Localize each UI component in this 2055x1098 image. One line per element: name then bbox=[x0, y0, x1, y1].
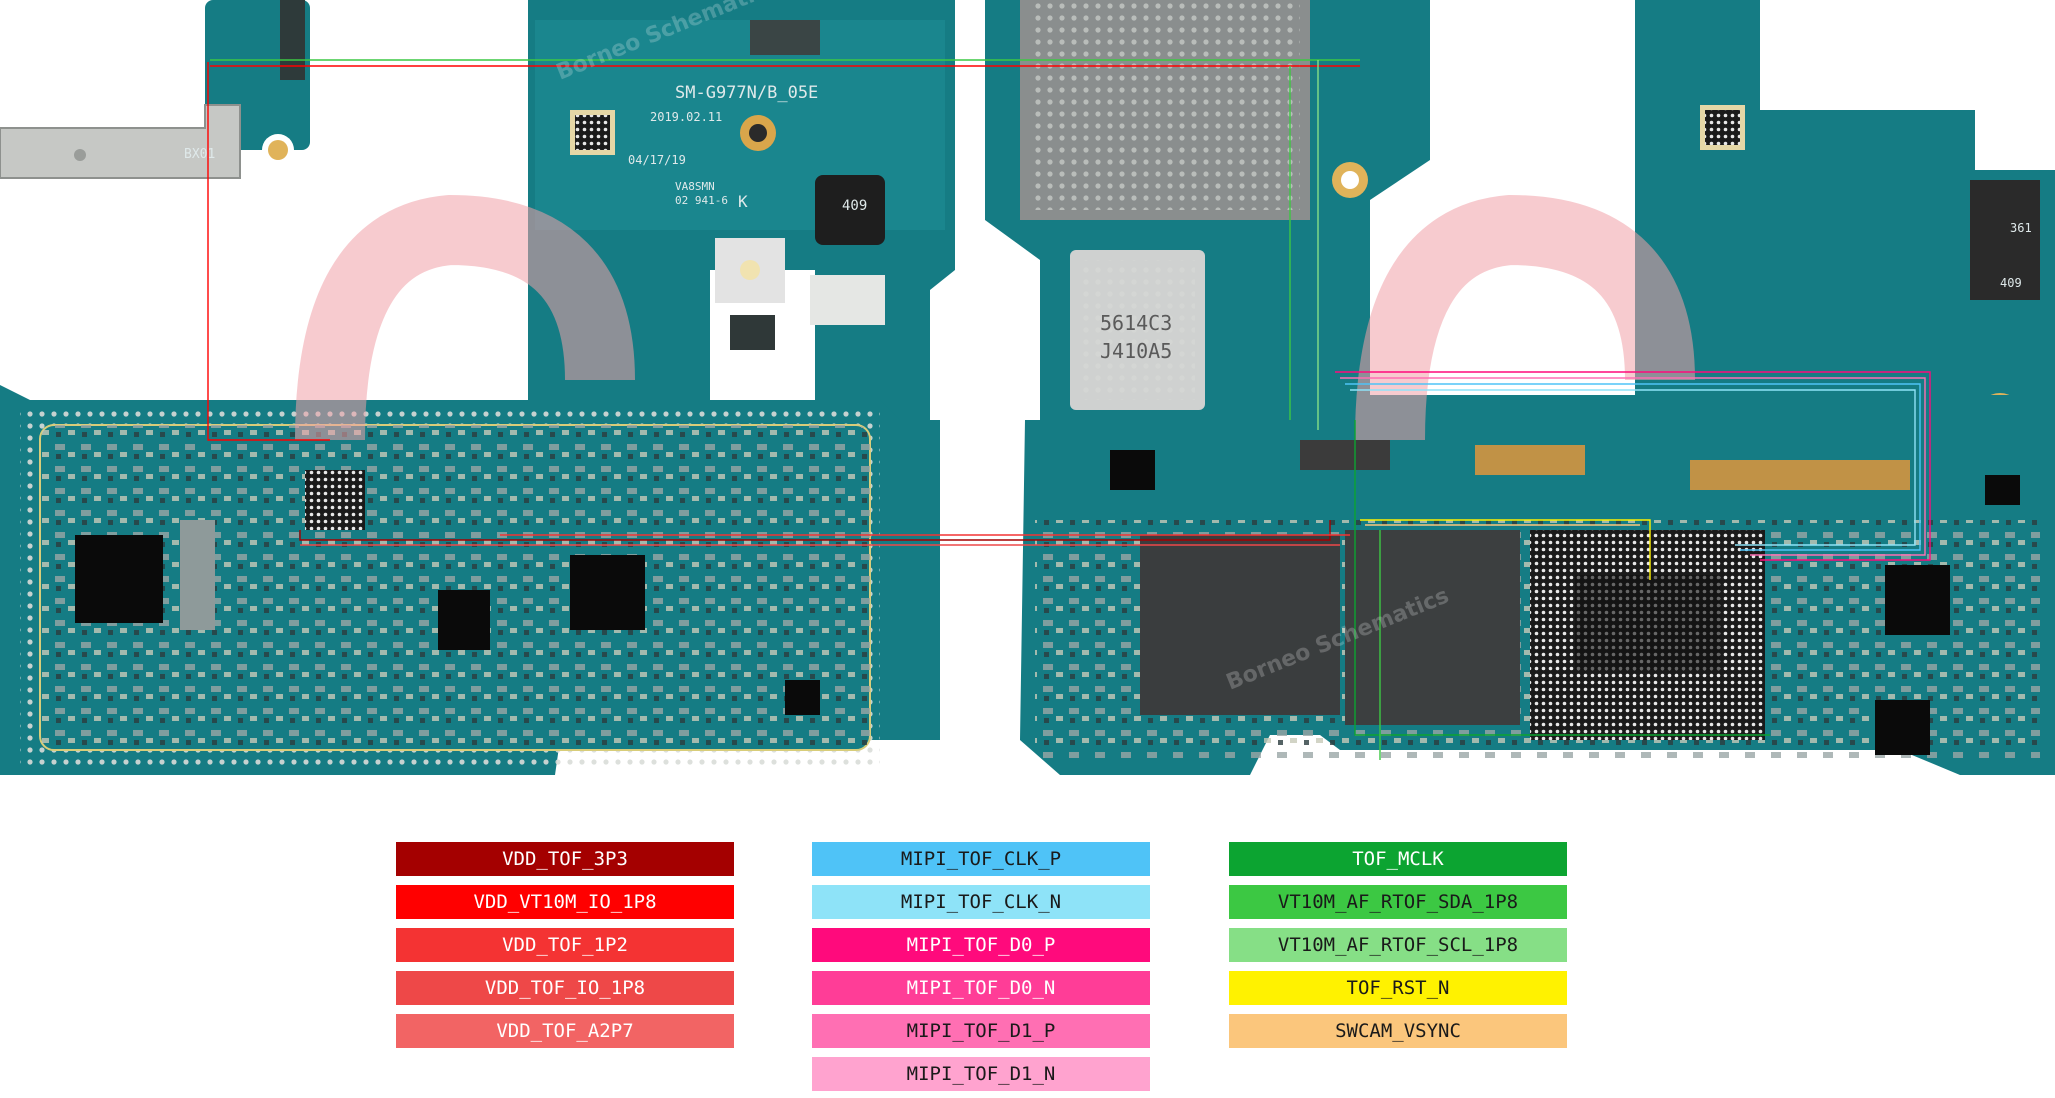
legend-item: MIPI_TOF_CLK_N bbox=[812, 885, 1150, 919]
legend-item-label: MIPI_TOF_D1_P bbox=[906, 1020, 1056, 1042]
legend-item: VT10M_AF_RTOF_SCL_1P8 bbox=[1229, 928, 1567, 962]
legend-item: MIPI_TOF_D0_N bbox=[812, 971, 1150, 1005]
chip-label-line-1: 5614C3 bbox=[1100, 311, 1172, 335]
legend-item: VDD_TOF_1P2 bbox=[396, 928, 734, 962]
board-model-label: SM-G977N/B_05E bbox=[675, 83, 818, 103]
legend-item-label: MIPI_TOF_D1_N bbox=[906, 1063, 1056, 1085]
legend-item-label: VDD_TOF_A2P7 bbox=[496, 1020, 634, 1042]
inductor-label: 409 bbox=[842, 198, 867, 214]
board-date-code: 04/17/19 bbox=[628, 153, 686, 167]
legend-item-label: SWCAM_VSYNC bbox=[1335, 1020, 1461, 1042]
bracket-label: BX01 bbox=[184, 147, 215, 162]
board-rev-mark: K bbox=[738, 192, 748, 211]
legend-item: VDD_TOF_IO_1P8 bbox=[396, 971, 734, 1005]
chip-label-line-2: J410A5 bbox=[1100, 339, 1172, 363]
legend-item: VT10M_AF_RTOF_SDA_1P8 bbox=[1229, 885, 1567, 919]
legend-item-label: MIPI_TOF_CLK_P bbox=[900, 848, 1062, 870]
legend-item: MIPI_TOF_D1_P bbox=[812, 1014, 1150, 1048]
legend-item-label: VDD_TOF_IO_1P8 bbox=[484, 977, 646, 999]
legend-item-label: VT10M_AF_RTOF_SDA_1P8 bbox=[1277, 891, 1519, 913]
legend-item-label: MIPI_TOF_D0_N bbox=[906, 977, 1056, 999]
legend-item-label: VDD_VT10M_IO_1P8 bbox=[473, 891, 657, 913]
legend-item-label: VDD_TOF_3P3 bbox=[502, 848, 628, 870]
right-inductor-label-1: 361 bbox=[2010, 221, 2032, 235]
board-date-label: 2019.02.11 bbox=[650, 110, 722, 124]
legend-item-label: TOF_MCLK bbox=[1352, 848, 1444, 870]
pcb-board-photo: SM-G977N/B_05E 2019.02.11 04/17/19 VA8SM… bbox=[0, 0, 2055, 775]
left-board bbox=[0, 0, 955, 775]
legend-item-label: VDD_TOF_1P2 bbox=[502, 934, 628, 956]
legend-item: VDD_VT10M_IO_1P8 bbox=[396, 885, 734, 919]
legend-item: VDD_TOF_A2P7 bbox=[396, 1014, 734, 1048]
legend-item: MIPI_TOF_D1_N bbox=[812, 1057, 1150, 1091]
trace-lines bbox=[207, 59, 1931, 760]
chip-label: 5614C3 J410A5 bbox=[1100, 311, 1184, 363]
right-board bbox=[985, 0, 2055, 775]
board-lot-code: 02 941-6 bbox=[675, 194, 728, 207]
legend-item: TOF_MCLK bbox=[1229, 842, 1567, 876]
right-inductor-label-2: 409 bbox=[2000, 276, 2022, 290]
pcb-illustration: SM-G977N/B_05E 2019.02.11 04/17/19 VA8SM… bbox=[0, 0, 2055, 775]
legend-item: VDD_TOF_3P3 bbox=[396, 842, 734, 876]
legend-item: MIPI_TOF_D0_P bbox=[812, 928, 1150, 962]
legend-item-label: MIPI_TOF_D0_P bbox=[906, 934, 1056, 956]
watermark-logo bbox=[295, 194, 1695, 441]
legend-item-label: MIPI_TOF_CLK_N bbox=[900, 891, 1062, 913]
legend-item: SWCAM_VSYNC bbox=[1229, 1014, 1567, 1048]
legend-item: MIPI_TOF_CLK_P bbox=[812, 842, 1150, 876]
legend-item-label: TOF_RST_N bbox=[1346, 977, 1450, 999]
legend-item: TOF_RST_N bbox=[1229, 971, 1567, 1005]
board-vendor-code: VA8SMN bbox=[675, 180, 715, 193]
legend-item-label: VT10M_AF_RTOF_SCL_1P8 bbox=[1277, 934, 1519, 956]
